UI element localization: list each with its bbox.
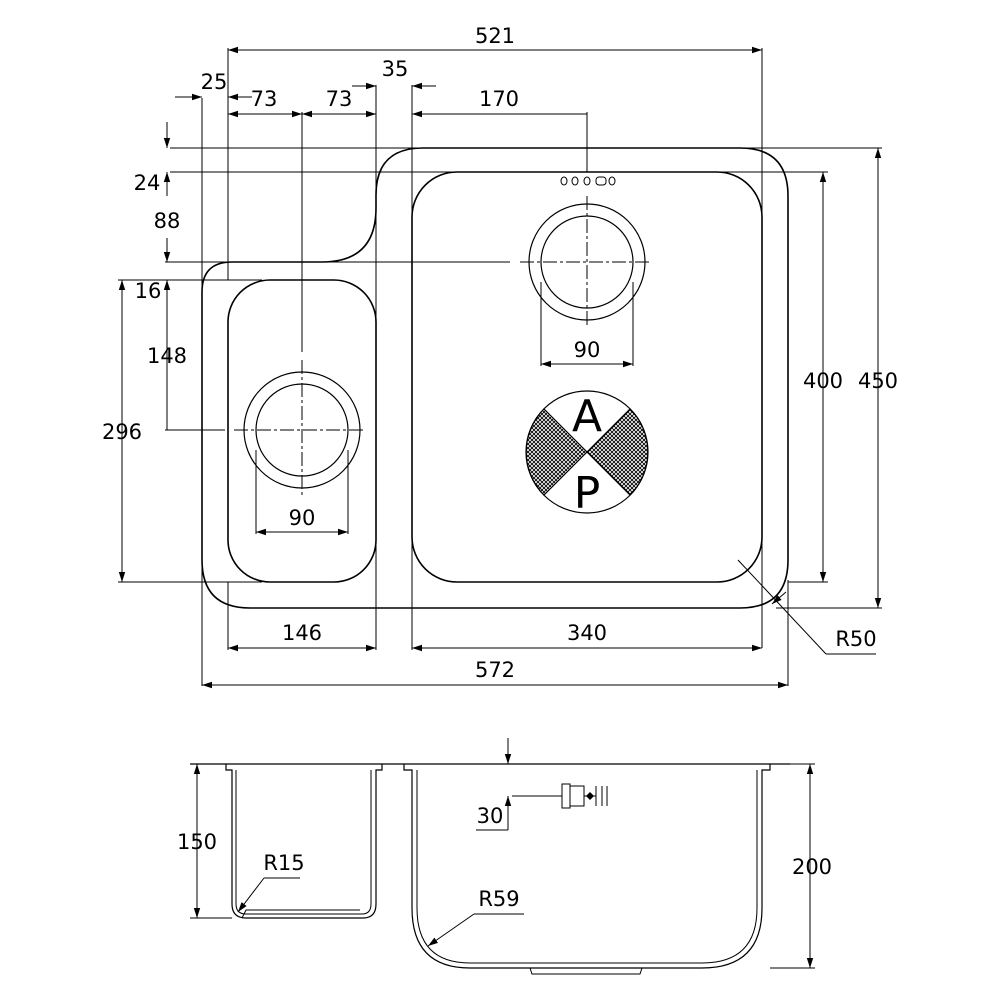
large-bowl-section	[403, 764, 771, 969]
dim-large-radius: R59	[478, 887, 519, 911]
outer-outline	[201, 147, 789, 609]
dim-drop-a: 88	[154, 209, 181, 233]
overflow-fitting	[512, 783, 608, 809]
dim-drain-dia-small: 90	[289, 506, 316, 530]
dimension-labels: 521 25 73 73 35 170 24 88 16 148 296 400…	[102, 24, 898, 682]
small-bowl-section	[225, 764, 383, 919]
logo-letter-p: P	[574, 468, 601, 519]
dim-large-bowl-width: 340	[567, 621, 607, 645]
dim-drain-height: 148	[147, 344, 187, 368]
dim-half-small-a: 73	[251, 87, 278, 111]
dim-total-width-top: 521	[475, 24, 515, 48]
dim-large-bowl-height: 400	[803, 369, 843, 393]
dim-drain-dia-large: 90	[574, 338, 601, 362]
dim-small-radius: R15	[263, 851, 304, 875]
dim-small-depth: 150	[177, 830, 217, 854]
dim-large-depth: 200	[792, 855, 832, 879]
dim-tap-offset: 30	[477, 804, 504, 828]
dim-overall-width: 572	[475, 658, 515, 682]
section-dimension-lines	[190, 738, 815, 969]
ap-logo: A P	[525, 390, 649, 519]
dim-top-offset: 24	[134, 171, 161, 195]
dim-drain-offset: 170	[479, 87, 519, 111]
dimension-lines	[118, 46, 882, 689]
dim-left-margin: 25	[201, 70, 228, 94]
overflow-slots	[560, 176, 616, 186]
dim-overall-height: 450	[858, 369, 898, 393]
dim-gap: 35	[382, 57, 409, 81]
dim-small-bowl-width: 146	[282, 621, 322, 645]
large-bowl	[411, 171, 763, 583]
dim-small-bowl-height: 296	[102, 420, 142, 444]
section-view: 150 R15 30 R59 200	[177, 738, 832, 975]
dim-half-small-b: 73	[326, 87, 353, 111]
dim-drop-b: 16	[135, 279, 162, 303]
logo-letter-a: A	[572, 391, 602, 442]
top-view: A P	[102, 24, 898, 689]
dim-corner-radius: R50	[835, 627, 876, 651]
section-dimension-labels: 150 R15 30 R59 200	[177, 804, 832, 911]
small-drain	[234, 360, 366, 496]
extension-lines	[118, 48, 882, 686]
large-drain	[520, 196, 652, 328]
